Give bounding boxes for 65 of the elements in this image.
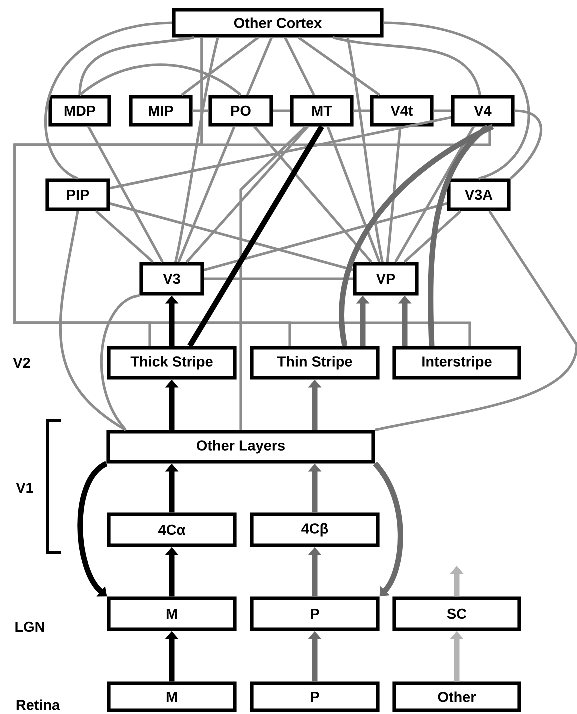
connection-line xyxy=(434,110,452,112)
connection-line xyxy=(44,22,172,180)
connection-line xyxy=(192,110,209,112)
connection-line xyxy=(204,278,354,280)
connection-line xyxy=(332,36,482,96)
connection-line xyxy=(100,294,140,431)
connection-line xyxy=(375,210,577,432)
area-box: V4t xyxy=(370,95,434,127)
area-box: P xyxy=(250,596,380,632)
area-box: 4Cα xyxy=(107,512,237,548)
connection-line xyxy=(204,202,448,272)
connection-line xyxy=(110,202,354,272)
area-box: V4 xyxy=(451,95,515,127)
area-box: Thin Stripe xyxy=(250,346,380,380)
connection-line xyxy=(394,126,476,263)
arrow xyxy=(373,462,404,597)
area-box: MIP xyxy=(129,95,193,127)
area-box: V3 xyxy=(140,262,204,296)
area-box: SC xyxy=(392,596,522,632)
area-box: 4Cβ xyxy=(250,512,380,548)
level-label: V1 xyxy=(16,483,34,493)
area-box: MDP xyxy=(48,95,112,127)
projection-band xyxy=(188,125,324,348)
area-box: Interstripe xyxy=(392,346,522,380)
connection-line xyxy=(88,126,164,263)
area-box: VP xyxy=(353,262,419,296)
area-box: Other Cortex xyxy=(172,8,384,38)
connection-line xyxy=(298,36,381,96)
area-box: PIP xyxy=(46,178,110,212)
area-box: MT xyxy=(290,95,354,127)
area-box: Thick Stripe xyxy=(107,346,237,380)
connection-line xyxy=(59,211,127,432)
connection-line xyxy=(284,37,316,96)
area-box: P xyxy=(250,682,380,712)
connection-line xyxy=(354,110,370,112)
connection-line xyxy=(110,116,452,190)
arrow xyxy=(78,462,108,597)
area-box: M xyxy=(107,596,237,632)
projection-band xyxy=(339,124,494,347)
area-box: PO xyxy=(208,95,274,127)
connection-line xyxy=(79,64,242,96)
connection-line xyxy=(246,37,273,96)
connection-line xyxy=(386,126,402,262)
connection-line xyxy=(510,110,542,180)
connection-line xyxy=(240,126,307,430)
connection-line xyxy=(181,36,260,96)
level-label: LGN xyxy=(16,622,44,632)
connection-line xyxy=(95,210,154,264)
area-box: Other Layers xyxy=(106,430,376,464)
projection-band xyxy=(428,124,490,346)
area-box: M xyxy=(107,682,237,712)
connection-line xyxy=(404,210,462,264)
connection-line xyxy=(186,126,309,264)
level-label: Retina xyxy=(16,700,60,710)
connection-line xyxy=(78,36,194,96)
connection-line xyxy=(273,110,290,112)
connection-line xyxy=(326,126,381,263)
connection-line xyxy=(346,38,384,262)
area-box: V3A xyxy=(447,178,511,212)
area-box: Other xyxy=(392,682,522,712)
connection-line xyxy=(174,38,220,262)
level-label: V2 xyxy=(13,358,30,368)
connection-line xyxy=(254,126,372,264)
connection-line xyxy=(178,126,236,263)
connection-line xyxy=(384,22,530,180)
